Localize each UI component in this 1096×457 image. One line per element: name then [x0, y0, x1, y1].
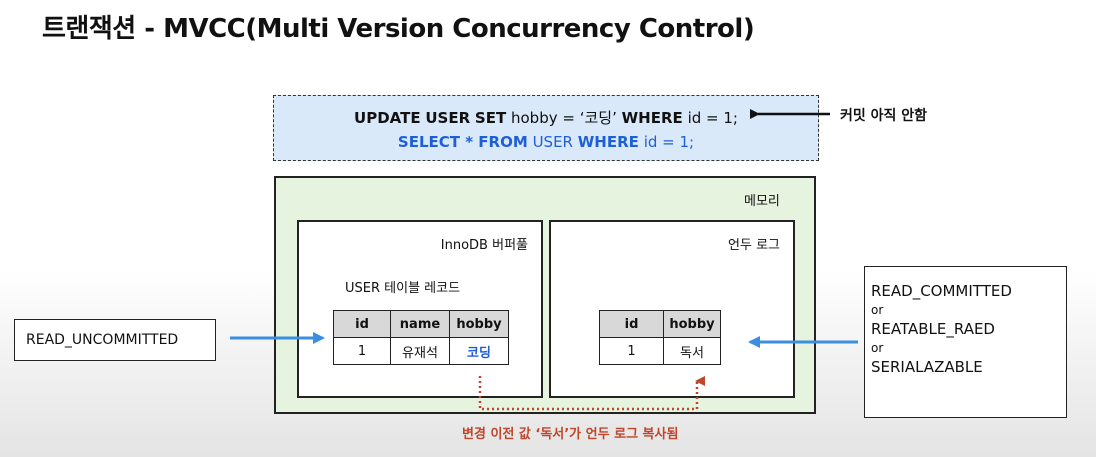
table-row: 1 유재석 코딩: [333, 337, 509, 365]
sql-box: UPDATE USER SET hobby = ‘코딩’ WHERE id = …: [273, 95, 819, 161]
isolation-level: READ_COMMITTED: [871, 282, 1012, 300]
sql-condition: id = 1;: [687, 109, 738, 127]
sql-keyword: WHERE: [621, 109, 683, 127]
sql-keyword: WHERE: [577, 133, 639, 151]
table-cell: 1: [333, 337, 391, 365]
uncommitted-note: 커밋 아직 안함: [840, 108, 928, 124]
sql-keyword: UPDATE: [354, 109, 421, 127]
column-header: id: [333, 310, 391, 338]
isolation-level: REATABLE_RAED: [871, 320, 995, 338]
column-header: name: [390, 310, 450, 338]
table-row: 1 독서: [599, 337, 721, 365]
isolation-read-uncommitted: READ_UNCOMMITTED: [14, 319, 216, 361]
column-header: hobby: [449, 310, 509, 338]
buffer-pool-panel: [297, 220, 543, 398]
sql-table: USER: [532, 133, 573, 151]
table-cell: 1: [599, 337, 664, 365]
or-label: or: [871, 303, 884, 317]
sql-table: USER: [425, 109, 471, 127]
undo-table: id hobby 1 독서: [599, 310, 721, 365]
column-header: id: [599, 310, 664, 338]
sql-keyword: SELECT * FROM: [397, 133, 528, 151]
column-header: hobby: [663, 310, 721, 338]
table-cell: 유재석: [390, 337, 450, 365]
memory-label: 메모리: [744, 194, 780, 209]
buffer-pool-label: InnoDB 버퍼풀: [440, 238, 528, 253]
table-header-row: id hobby: [599, 310, 721, 338]
sql-condition: id = 1;: [643, 133, 695, 151]
undo-log-panel: [549, 220, 795, 398]
sql-keyword: SET: [474, 109, 507, 127]
sql-update-line: UPDATE USER SET hobby = ‘코딩’ WHERE id = …: [274, 107, 818, 128]
user-table: id name hobby 1 유재석 코딩: [333, 310, 509, 365]
page-title: 트랜잭션 - MVCC(Multi Version Concurrency Co…: [42, 14, 755, 44]
user-table-label: USER 테이블 레코드: [345, 281, 461, 296]
isolation-levels-box: READ_COMMITTED or REATABLE_RAED or SERIA…: [864, 266, 1067, 418]
undo-log-label: 언두 로그: [728, 238, 780, 253]
undo-copy-note: 변경 이전 값 ‘독서’가 언두 로그 복사됨: [462, 427, 679, 442]
sql-expression: hobby = ‘코딩’: [511, 109, 617, 127]
table-cell-old-value: 독서: [663, 337, 721, 365]
table-header-row: id name hobby: [333, 310, 509, 338]
isolation-level: SERIALAZABLE: [871, 358, 983, 376]
sql-select-line: SELECT * FROM USER WHERE id = 1;: [274, 133, 818, 151]
or-label: or: [871, 341, 884, 355]
undo-copy-arrow: [478, 376, 705, 411]
table-cell-new-value: 코딩: [449, 337, 509, 365]
